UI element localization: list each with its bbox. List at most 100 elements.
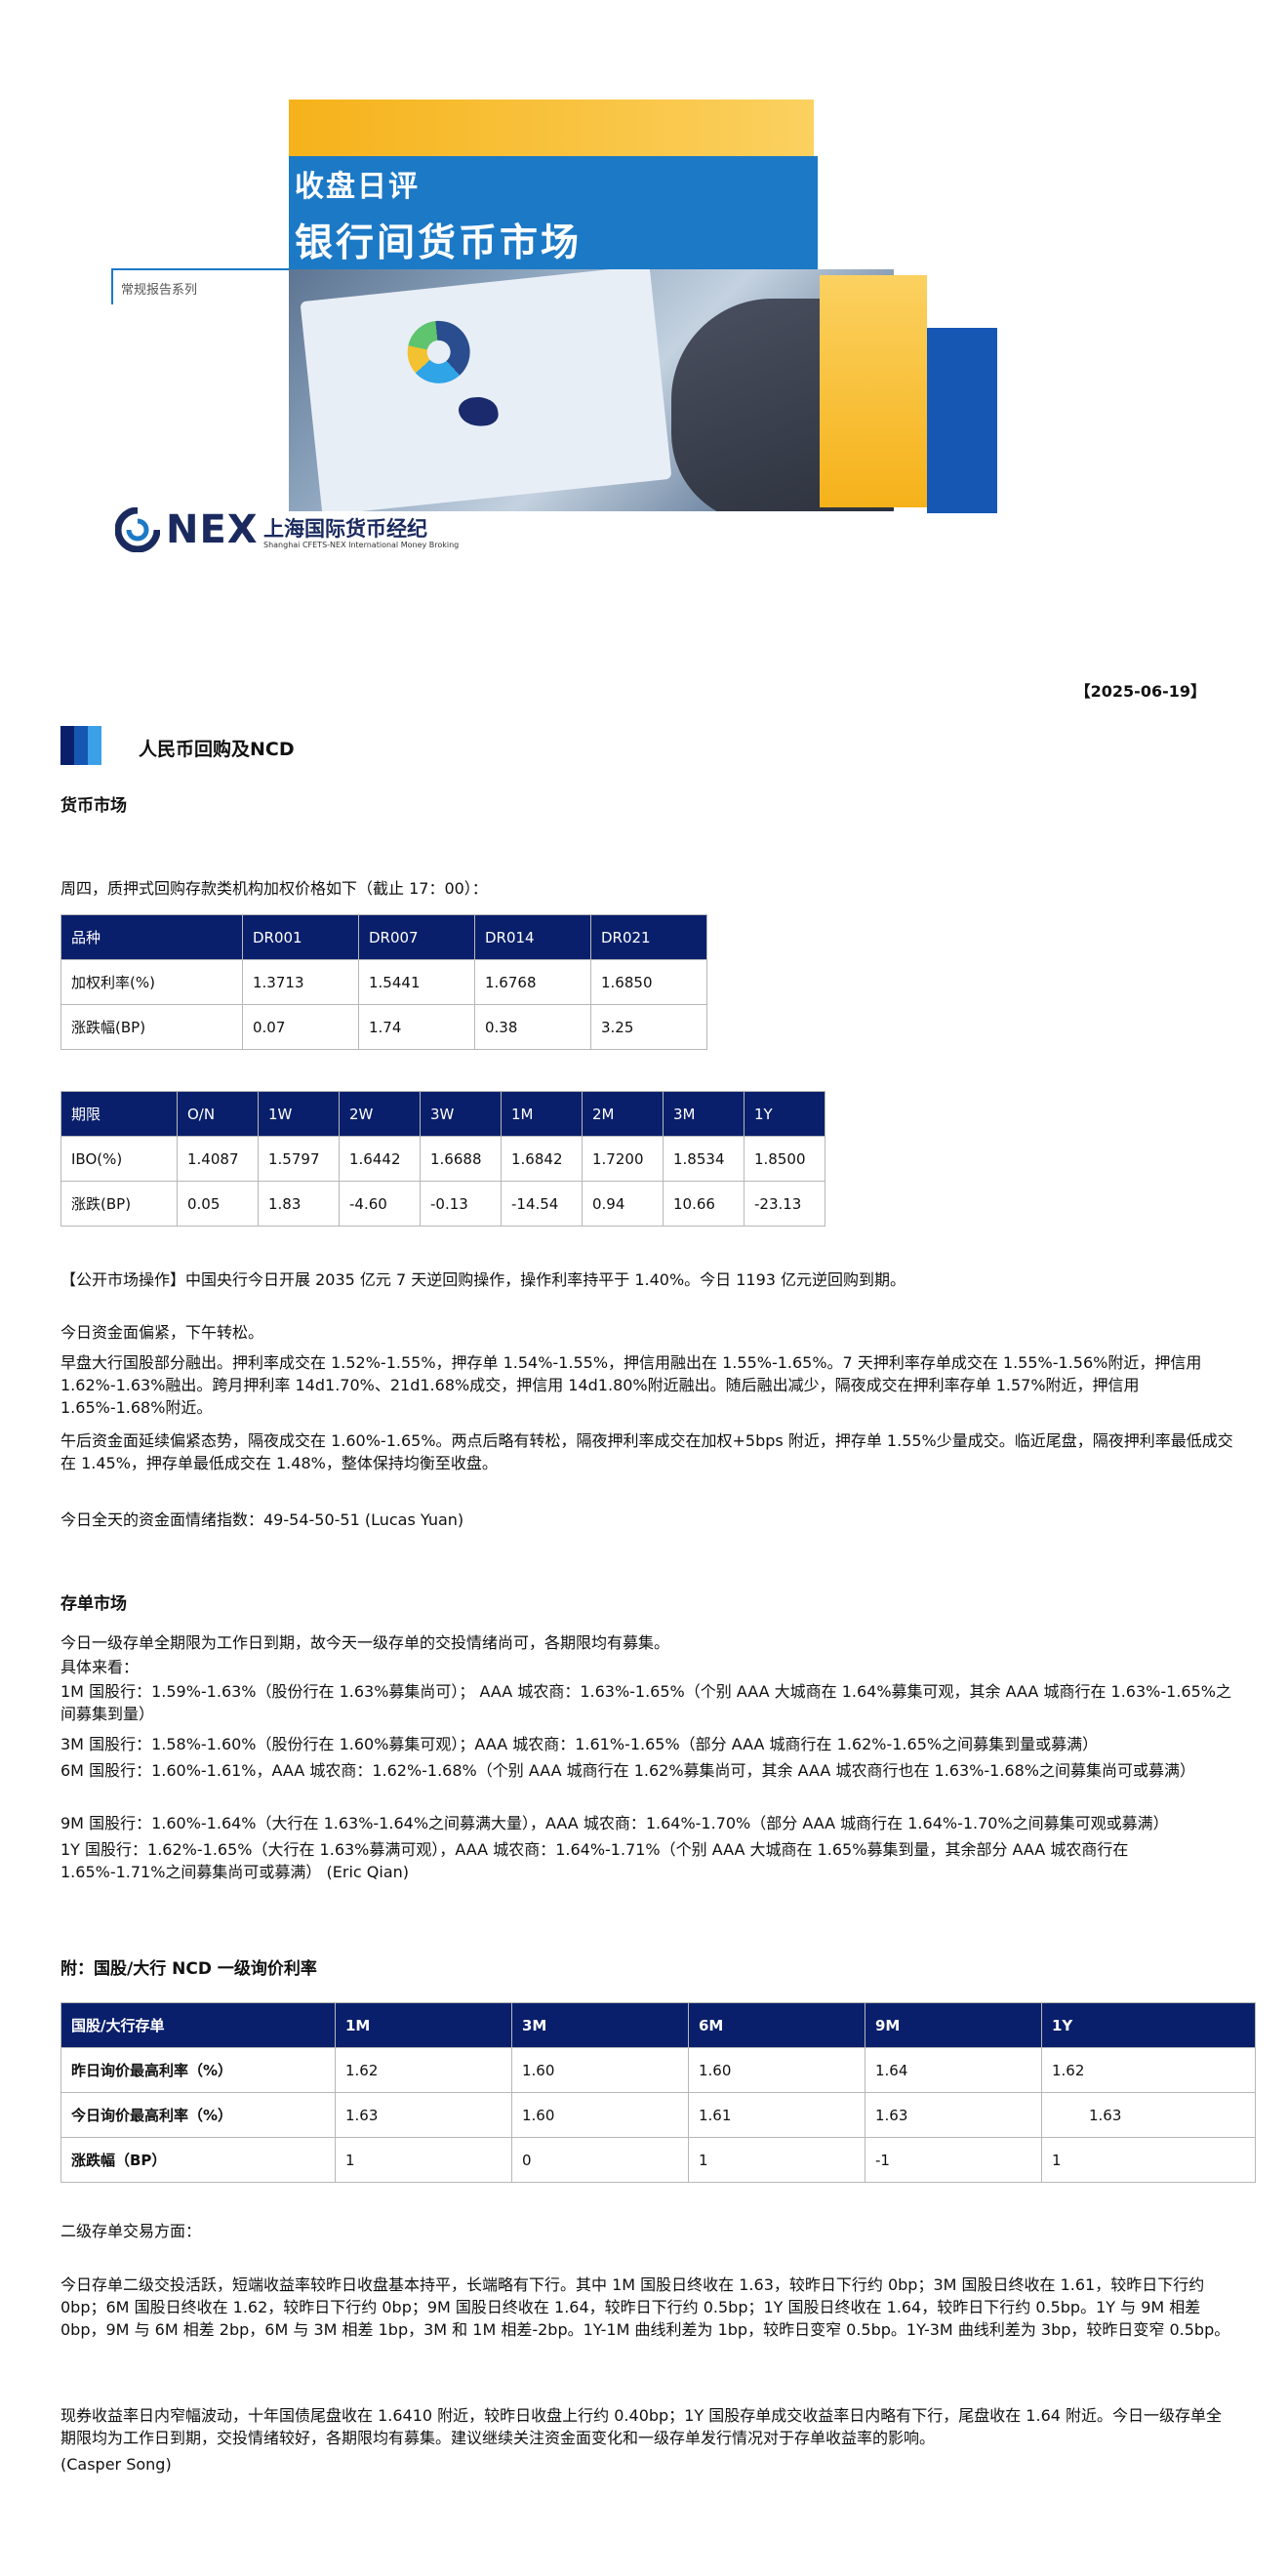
money-paragraph: 午后资金面延续偏紧态势，隔夜成交在 1.60%-1.65%。两点后略有转松，隔夜… bbox=[60, 1431, 1233, 1472]
header-cell: DR001 bbox=[242, 914, 359, 960]
table-cell: 1.4087 bbox=[177, 1136, 259, 1182]
open-market-text: 【公开市场操作】中国央行今日开展 2035 亿元 7 天逆回购操作，操作利率持平… bbox=[60, 1270, 906, 1289]
map-icon bbox=[457, 394, 500, 428]
table-cell: 1.63 bbox=[1041, 2092, 1256, 2138]
table-cell: 1.6768 bbox=[474, 959, 591, 1005]
header-cell: 3M bbox=[511, 2002, 689, 2048]
banner-yellow-side bbox=[820, 275, 927, 507]
table-cell: 1.63 bbox=[865, 2092, 1042, 2138]
header-cell: 期限 bbox=[60, 1091, 178, 1137]
header-cell: 1Y bbox=[744, 1091, 825, 1137]
table-cell: 0.07 bbox=[242, 1004, 359, 1050]
banner-blue-block bbox=[289, 156, 818, 269]
table-row: IBO(%) 1.4087 1.5797 1.6442 1.6688 1.684… bbox=[60, 1136, 825, 1182]
cd-market-heading: 存单市场 bbox=[60, 1594, 127, 1614]
table-cell: 1.3713 bbox=[242, 959, 359, 1005]
sentiment-index-text: 今日全天的资金面情绪指数：49-54-50-51 (Lucas Yuan) bbox=[60, 1510, 464, 1529]
table-cell: 1.64 bbox=[865, 2047, 1042, 2093]
secondary-paragraph: 现券收益率日内窄幅波动，十年国债尾盘收在 1.6410 附近，较昨日收盘上行约 … bbox=[60, 2406, 1223, 2447]
table-cell: 1.6442 bbox=[339, 1136, 421, 1182]
header-cell: 品种 bbox=[60, 914, 243, 960]
table-cell: 1 bbox=[335, 2137, 512, 2183]
dr-rate-table: 品种 DR001 DR007 DR014 DR021 加权利率(%) 1.371… bbox=[60, 914, 707, 1050]
table-cell: 昨日询价最高利率（%） bbox=[60, 2047, 336, 2093]
table-cell: 3.25 bbox=[590, 1004, 707, 1050]
money-market-heading: 货币市场 bbox=[60, 796, 127, 816]
header-cell: 1Y bbox=[1041, 2002, 1256, 2048]
table-cell: 加权利率(%) bbox=[60, 959, 243, 1005]
table-cell: 1.6688 bbox=[420, 1136, 502, 1182]
header-cell: DR007 bbox=[358, 914, 475, 960]
header-cell: 1M bbox=[335, 2002, 512, 2048]
table-cell: 1 bbox=[688, 2137, 865, 2183]
table-cell: 0.94 bbox=[582, 1181, 664, 1227]
banner-yellow-block bbox=[289, 100, 814, 158]
table-cell: 今日询价最高利率（%） bbox=[60, 2092, 336, 2138]
table-cell: 涨跌幅(BP) bbox=[60, 1004, 243, 1050]
table-row: 涨跌幅(BP) 0.07 1.74 0.38 3.25 bbox=[60, 1004, 707, 1050]
table-header-row: 品种 DR001 DR007 DR014 DR021 bbox=[60, 914, 707, 960]
table-cell: 1.62 bbox=[335, 2047, 512, 2093]
series-label: 常规报告系列 bbox=[121, 283, 198, 298]
table-cell: 10.66 bbox=[663, 1181, 745, 1227]
header-cell: 9M bbox=[865, 2002, 1042, 2048]
table-row: 今日询价最高利率（%） 1.63 1.60 1.61 1.63 1.63 bbox=[60, 2092, 1256, 2138]
table-cell: -1 bbox=[865, 2137, 1042, 2183]
table-cell: -14.54 bbox=[501, 1181, 583, 1227]
cd-paragraph: 具体来看： bbox=[60, 1658, 140, 1676]
table-cell: 1.83 bbox=[258, 1181, 340, 1227]
cd-paragraph: 今日一级存单全期限为工作日到期，故今天一级存单的交投情绪尚可，各期限均有募集。 bbox=[60, 1633, 670, 1652]
header-cell: 1M bbox=[501, 1091, 583, 1137]
table-row: 加权利率(%) 1.3713 1.5441 1.6768 1.6850 bbox=[60, 959, 707, 1005]
cd-line: 1Y 国股行：1.62%-1.65%（大行在 1.63%募满可观），AAA 城农… bbox=[60, 1840, 1129, 1881]
table-cell: 1.74 bbox=[358, 1004, 475, 1050]
section-bar-icon bbox=[60, 726, 103, 765]
table-cell: -4.60 bbox=[339, 1181, 421, 1227]
ncd-rate-table: 国股/大行存单 1M 3M 6M 9M 1Y 昨日询价最高利率（%） 1.62 … bbox=[60, 2002, 1256, 2183]
logo-company-english: Shanghai CFETS-NEX International Money B… bbox=[263, 541, 460, 549]
table-cell: 涨跌(BP) bbox=[60, 1181, 178, 1227]
header-cell: DR021 bbox=[590, 914, 707, 960]
table-cell: 1.60 bbox=[511, 2092, 689, 2138]
table-header-row: 期限 O/N 1W 2W 3W 1M 2M 3M 1Y bbox=[60, 1091, 825, 1137]
header-cell: 3W bbox=[420, 1091, 502, 1137]
table-cell: 涨跌幅（BP） bbox=[60, 2137, 336, 2183]
table-cell: 1.7200 bbox=[582, 1136, 664, 1182]
table-row: 涨跌(BP) 0.05 1.83 -4.60 -0.13 -14.54 0.94… bbox=[60, 1181, 825, 1227]
logo-brand: NEX bbox=[166, 507, 259, 552]
ibo-rate-table: 期限 O/N 1W 2W 3W 1M 2M 3M 1Y IBO(%) 1.408… bbox=[60, 1091, 825, 1227]
header-cell: 2M bbox=[582, 1091, 664, 1137]
author-credit: (Casper Song) bbox=[60, 2455, 172, 2474]
money-paragraph: 今日资金面偏紧，下午转松。 bbox=[60, 1323, 264, 1342]
section-title: 人民币回购及NCD bbox=[139, 739, 295, 760]
cd-line: 6M 国股行：1.60%-1.61%，AAA 城农商：1.62%-1.68%（个… bbox=[60, 1761, 1195, 1780]
cd-line: 3M 国股行：1.58%-1.60%（股份行在 1.60%募集可观）；AAA 城… bbox=[60, 1735, 1099, 1753]
header-cell: 3M bbox=[663, 1091, 745, 1137]
table-cell: 1.5797 bbox=[258, 1136, 340, 1182]
table-cell: -23.13 bbox=[744, 1181, 825, 1227]
table-cell: 1.61 bbox=[688, 2092, 865, 2138]
header-cell: 6M bbox=[688, 2002, 865, 2048]
cd-line: 9M 国股行：1.60%-1.64%（大行在 1.63%-1.64%之间募满大量… bbox=[60, 1814, 1169, 1832]
table-row: 昨日询价最高利率（%） 1.62 1.60 1.60 1.64 1.62 bbox=[60, 2047, 1256, 2093]
table-cell: 1.60 bbox=[688, 2047, 865, 2093]
table-cell: 1.63 bbox=[335, 2092, 512, 2138]
ncd-table-heading: 附：国股/大行 NCD 一级询价利率 bbox=[60, 1959, 317, 1979]
nex-logo-icon bbox=[115, 507, 160, 552]
banner-title-line1: 收盘日评 bbox=[295, 170, 420, 204]
table-cell: 1.60 bbox=[511, 2047, 689, 2093]
table-cell: 1.62 bbox=[1041, 2047, 1256, 2093]
table-row: 涨跌幅（BP） 1 0 1 -1 1 bbox=[60, 2137, 1256, 2183]
table-cell: 1.5441 bbox=[358, 959, 475, 1005]
header-cell: 1W bbox=[258, 1091, 340, 1137]
header-cell: O/N bbox=[177, 1091, 259, 1137]
cd-line: 1M 国股行：1.59%-1.63%（股份行在 1.63%募集尚可）； AAA … bbox=[60, 1682, 1231, 1723]
table-cell: IBO(%) bbox=[60, 1136, 178, 1182]
header-cell: 2W bbox=[339, 1091, 421, 1137]
table-cell: 0.38 bbox=[474, 1004, 591, 1050]
table-cell: 0 bbox=[511, 2137, 689, 2183]
header-cell: 国股/大行存单 bbox=[60, 2002, 336, 2048]
secondary-heading: 二级存单交易方面： bbox=[60, 2222, 202, 2240]
secondary-paragraph: 今日存单二级交投活跃，短端收益率较昨日收盘基本持平，长端略有下行。其中 1M 国… bbox=[60, 2275, 1230, 2339]
report-date: 【2025-06-19】 bbox=[1074, 682, 1206, 701]
